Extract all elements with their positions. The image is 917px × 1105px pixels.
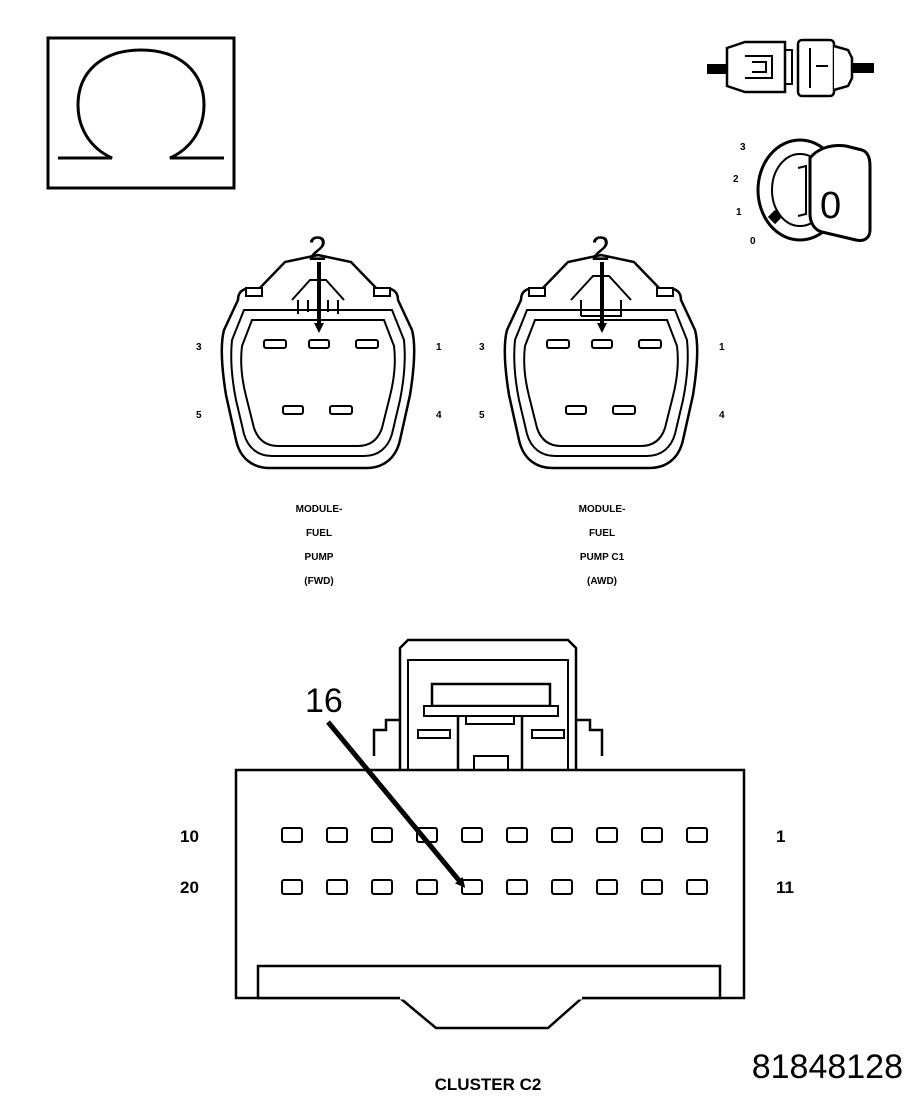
cluster-cavity-8 [371,827,393,843]
cluster-cavity-9 [326,827,348,843]
ignition-key-label: 0 [820,185,841,227]
row-label-10: 10 [180,827,199,846]
cluster-cavity-3 [596,827,618,843]
pin-label-3-awd: 3 [479,342,485,353]
pin-label-3-fwd: 3 [196,342,202,353]
ignition-position-2: 2 [733,174,739,185]
cluster-cavity-6 [461,827,483,843]
caption-fwd-line1: MODULE- [296,504,343,515]
cluster-cavity-18 [371,879,393,895]
ignition-position-0: 0 [750,236,756,247]
callout-pin-2-fwd: 2 [308,230,327,268]
row-label-1: 1 [776,827,785,846]
cluster-cavity-19 [326,879,348,895]
pin-label-4-awd: 4 [719,410,725,421]
caption-awd-line4: (AWD) [587,576,617,587]
caption-fwd-line4: (FWD) [304,576,333,587]
pin-label-1-awd: 1 [719,342,725,353]
cluster-cavity-2 [641,827,663,843]
cluster-cavity-20 [281,879,303,895]
figure-id: 81848128 [752,1048,903,1086]
ignition-position-1: 1 [736,207,742,218]
cluster-cavity-16 [461,879,483,895]
cluster-cavity-15 [506,879,528,895]
caption-fwd-line2: FUEL [306,528,332,539]
pin-label-1-fwd: 1 [436,342,442,353]
callout-pin-2-awd: 2 [591,230,610,268]
cluster-cavity-4 [551,827,573,843]
pin-label-4-fwd: 4 [436,410,442,421]
cluster-cavity-5 [506,827,528,843]
cluster-cavity-14 [551,879,573,895]
row-label-20: 20 [180,878,199,897]
cluster-cavity-17 [416,879,438,895]
caption-awd-line2: FUEL [589,528,615,539]
cluster-cavity-1 [686,827,708,843]
connector-fuel-pump-awd: 2 3 1 5 4 MODULE- FUEL PUMP C1 (AWD) [479,230,725,587]
connector-disconnect-icon [707,38,874,98]
connector-cluster-c2: 16 10 1 20 11 CLUSTER C2 [180,638,794,1094]
ignition-position-3: 3 [740,142,746,153]
row-label-11: 11 [776,878,794,897]
cluster-cavity-12 [641,879,663,895]
ohmmeter-icon [46,36,236,190]
cluster-cavity-10 [281,827,303,843]
callout-arrow-cluster [326,720,466,888]
caption-cluster-c2: CLUSTER C2 [435,1075,542,1094]
cluster-cavity-11 [686,879,708,895]
ignition-key-icon: 3 2 1 0 0 [733,138,872,247]
cluster-pin-grid [281,827,708,895]
pin-label-5-fwd: 5 [196,410,202,421]
connector-fuel-pump-fwd: 2 3 1 5 4 MODULE- FUEL PUMP (FWD) [196,230,442,587]
cluster-cavity-13 [596,879,618,895]
caption-awd-line3: PUMP C1 [580,552,625,563]
callout-pin-16: 16 [305,682,343,720]
caption-awd-line1: MODULE- [579,504,626,515]
pin-label-5-awd: 5 [479,410,485,421]
caption-fwd-line3: PUMP [305,552,334,563]
